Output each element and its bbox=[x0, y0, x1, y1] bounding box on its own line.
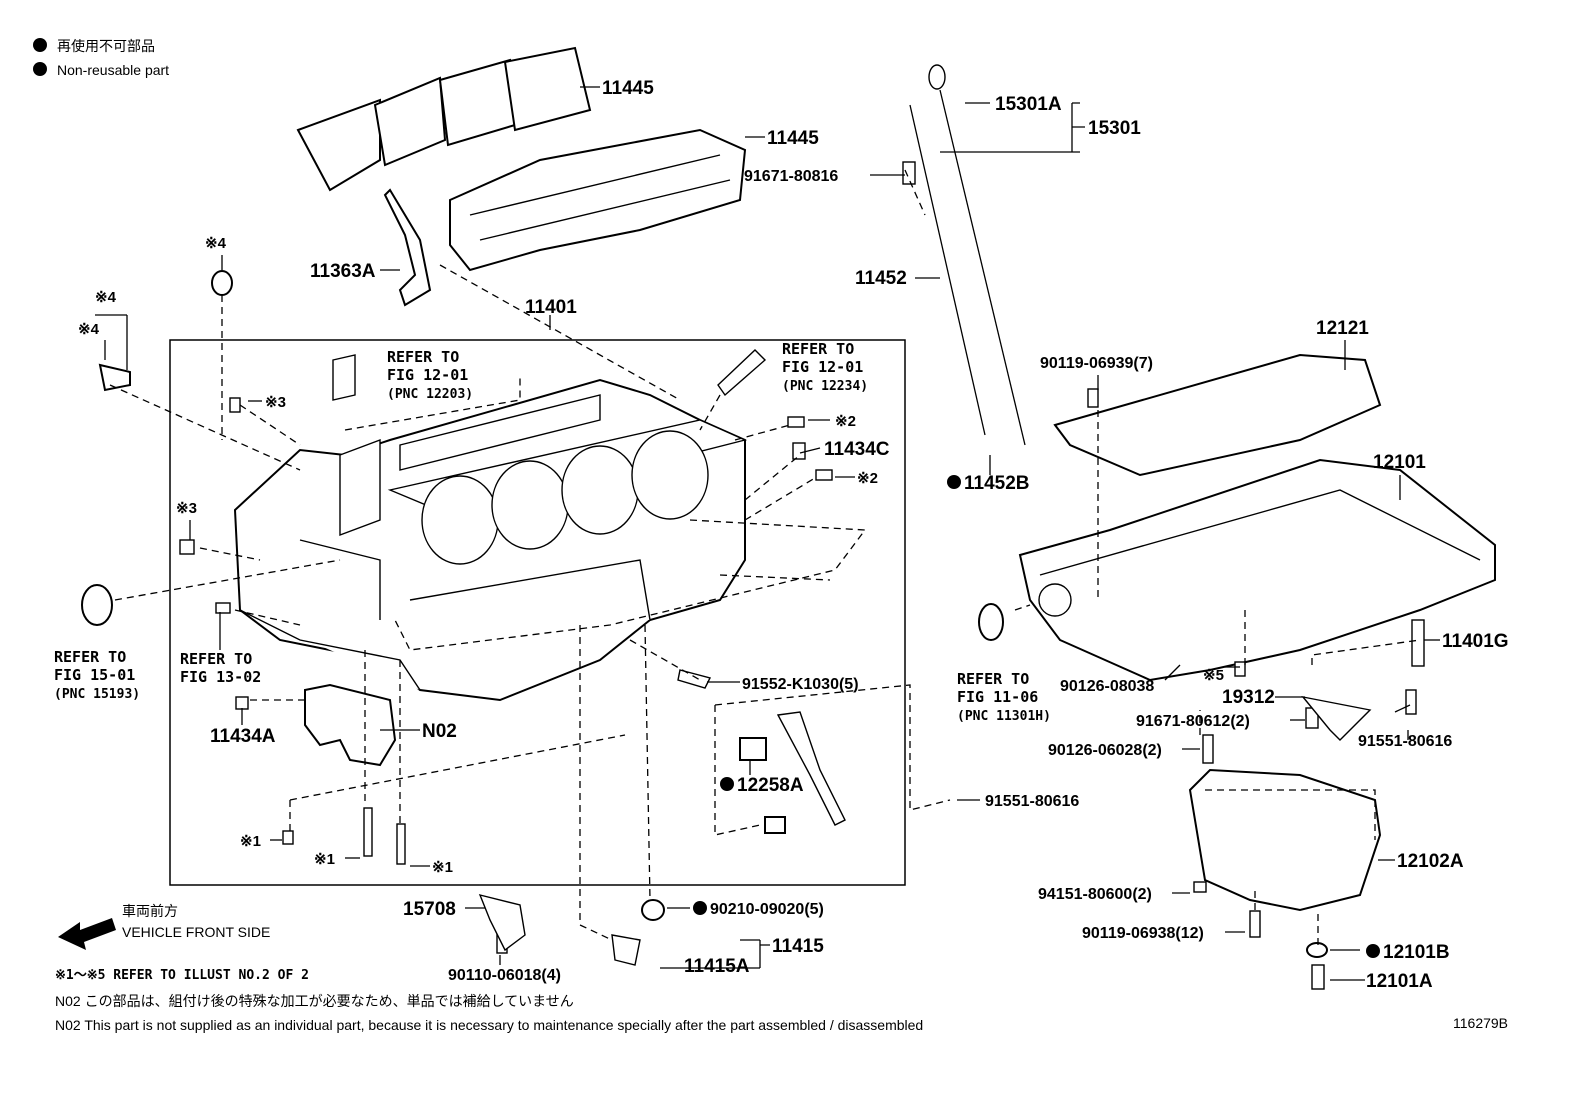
mark-4-gasket: ※4 bbox=[205, 235, 227, 252]
label-12101a: 12101A bbox=[1366, 971, 1433, 992]
non-reusable-dot-icon bbox=[1366, 944, 1380, 958]
reference-marks: ※4 ※4 ※4 ※3 ※3 ※2 ※2 ※1 ※1 ※1 ※5 bbox=[78, 235, 1224, 876]
oil-pan-upper-drawing bbox=[1018, 458, 1496, 682]
mark-1-pin: ※1 bbox=[240, 833, 261, 850]
illustration-id: 116279B bbox=[1453, 1015, 1508, 1031]
non-reusable-dot-icon bbox=[720, 777, 734, 791]
mark-3-bolt: ※3 bbox=[176, 500, 197, 517]
small-parts bbox=[81, 161, 1425, 990]
mark-2-upper: ※2 bbox=[835, 413, 856, 430]
label-11401g: 11401G bbox=[1442, 631, 1509, 652]
insulator-lower-drawing bbox=[449, 128, 747, 272]
assembly-lines bbox=[109, 169, 1421, 945]
ref-1302-line2: FIG 13-02 bbox=[180, 668, 261, 686]
label-n02: N02 bbox=[422, 721, 457, 742]
bracket-11363a-drawing bbox=[383, 188, 432, 307]
label-15301: 15301 bbox=[1088, 118, 1141, 139]
label-94151-80600: 94151-80600(2) bbox=[1038, 886, 1152, 903]
label-11434c: 11434C bbox=[824, 439, 890, 460]
label-90110-06018: 90110-06018(4) bbox=[448, 967, 561, 984]
mark-4-lower: ※4 bbox=[78, 321, 100, 338]
label-11452: 11452 bbox=[855, 268, 907, 289]
ref-15193-line1: REFER TO bbox=[54, 648, 126, 666]
ref-15193-line3: (PNC 15193) bbox=[54, 687, 140, 702]
mark-3-pin: ※3 bbox=[265, 394, 286, 411]
legend-en: Non-reusable part bbox=[57, 62, 169, 78]
ref-11301-line1: REFER TO bbox=[957, 670, 1029, 688]
label-12102a: 12102A bbox=[1397, 851, 1464, 872]
label-90119-06939: 90119-06939(7) bbox=[1040, 355, 1153, 372]
mark-5: ※5 bbox=[1203, 667, 1224, 684]
label-91671-80816: 91671-80816 bbox=[744, 168, 838, 185]
label-11415a: 11415A bbox=[684, 956, 750, 977]
legend-jp: 再使用不可部品 bbox=[57, 38, 155, 54]
cylinder-block-drawing bbox=[233, 378, 748, 702]
label-91551-80616-left: 91551-80616 bbox=[985, 793, 1079, 810]
non-reusable-dot-icon bbox=[947, 475, 961, 489]
label-11452b: 11452B bbox=[964, 473, 1030, 494]
label-15301a: 15301A bbox=[995, 94, 1062, 115]
n02-note-jp: N02 この部品は、組付け後の特殊な加工が必要なため、単品では補給していません bbox=[55, 993, 574, 1009]
leader-lines bbox=[95, 86, 1440, 981]
front-side-arrow-icon bbox=[58, 918, 116, 950]
label-11434a: 11434A bbox=[210, 726, 276, 747]
label-90126-06028: 90126-06028(2) bbox=[1048, 742, 1162, 759]
label-11401: 11401 bbox=[525, 297, 577, 318]
part-labels: 11445 11445 11363A 11401 15301A 15301 91… bbox=[210, 78, 1509, 992]
label-15708: 15708 bbox=[403, 899, 456, 920]
dipstick-drawing bbox=[909, 64, 1026, 446]
mark-4-upper: ※4 bbox=[95, 289, 117, 306]
ref-12203-line1: REFER TO bbox=[387, 348, 459, 366]
insulator-upper-drawing bbox=[296, 46, 592, 192]
non-reusable-dot-icon bbox=[693, 901, 707, 915]
non-reusable-dot-icon bbox=[33, 38, 47, 52]
label-11363a: 11363A bbox=[310, 261, 376, 282]
legend: 再使用不可部品 Non-reusable part bbox=[33, 38, 169, 78]
label-12258a: 12258A bbox=[737, 775, 804, 796]
label-12101: 12101 bbox=[1373, 452, 1426, 473]
oil-pan-baffle-drawing bbox=[1053, 353, 1382, 477]
label-11445-upper: 11445 bbox=[602, 78, 654, 99]
mark-2-lower: ※2 bbox=[857, 470, 878, 487]
ref-12234-line2: FIG 12-01 bbox=[782, 358, 863, 376]
label-90126-08038: 90126-08038 bbox=[1060, 678, 1154, 695]
oil-pan-lower-drawing bbox=[1188, 768, 1382, 912]
label-11415: 11415 bbox=[772, 936, 824, 957]
refer-blocks: REFER TO FIG 12-01 (PNC 12203) REFER TO … bbox=[54, 340, 1051, 724]
non-reusable-dot-icon bbox=[33, 62, 47, 76]
ref-15193-line2: FIG 15-01 bbox=[54, 666, 135, 684]
bearing-cap-drawing bbox=[304, 683, 397, 767]
label-91671-80612: 91671-80612(2) bbox=[1136, 713, 1250, 730]
label-12101b: 12101B bbox=[1383, 942, 1450, 963]
ref-12234-line1: REFER TO bbox=[782, 340, 854, 358]
ref-11301-line2: FIG 11-06 bbox=[957, 688, 1038, 706]
front-side-jp: 車両前方 bbox=[122, 903, 178, 919]
mark-1-bolt-right: ※1 bbox=[432, 859, 453, 876]
label-90119-06938: 90119-06938(12) bbox=[1082, 925, 1204, 942]
label-90210-09020: 90210-09020(5) bbox=[710, 901, 824, 918]
ref-11301-line3: (PNC 11301H) bbox=[957, 709, 1051, 724]
mark-1-bolt-left: ※1 bbox=[314, 851, 335, 868]
n02-note-en: N02 This part is not supplied as an indi… bbox=[55, 1017, 923, 1033]
front-side-en: VEHICLE FRONT SIDE bbox=[122, 924, 270, 940]
label-91552-k1030: 91552-K1030(5) bbox=[742, 676, 859, 693]
ref-12203-line2: FIG 12-01 bbox=[387, 366, 468, 384]
marks-reference-note: ※1～※5 REFER TO ILLUST NO.2 OF 2 bbox=[55, 968, 309, 983]
label-12121: 12121 bbox=[1316, 318, 1369, 339]
label-91551-80616-right: 91551-80616 bbox=[1358, 733, 1452, 750]
ref-1302-line1: REFER TO bbox=[180, 650, 252, 668]
ref-12203-line3: (PNC 12203) bbox=[387, 387, 473, 402]
ref-12234-line3: (PNC 12234) bbox=[782, 379, 868, 394]
cylinder-block-frame bbox=[169, 339, 906, 886]
label-11445-lower: 11445 bbox=[767, 128, 819, 149]
label-19312: 19312 bbox=[1222, 687, 1275, 708]
